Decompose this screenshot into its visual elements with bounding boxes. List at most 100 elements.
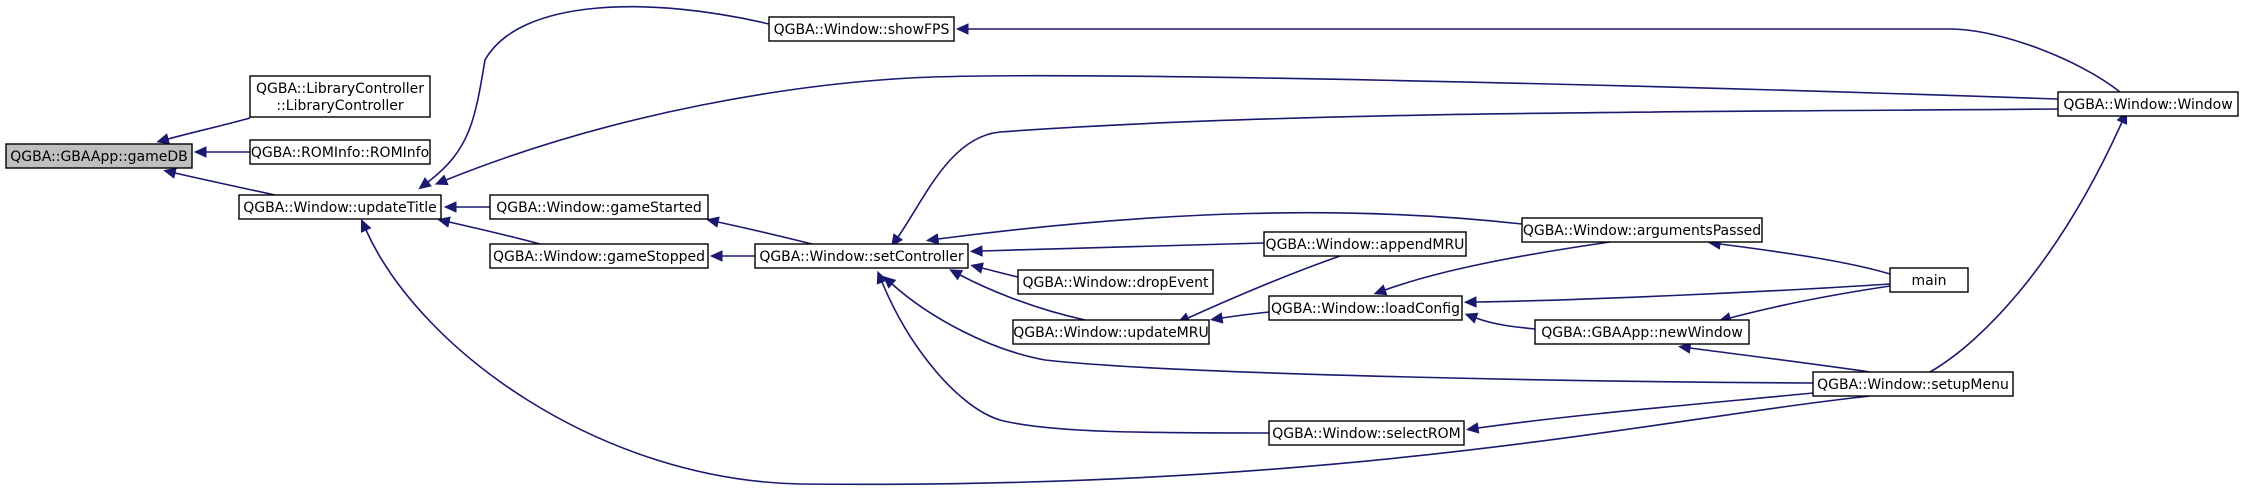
edge-argumentsPassed-to-loadConfig (1373, 241, 1611, 296)
edge-selectROM-to-setController (876, 270, 1270, 434)
edge-main-to-argumentsPassed (1707, 238, 1891, 275)
edge-line (1221, 311, 1270, 319)
edge-line (1729, 285, 1891, 319)
edge-arrowhead (925, 233, 940, 245)
node-label: main (1912, 273, 1947, 289)
edge-setController-to-gameStopped (709, 250, 755, 262)
edge-arrowhead (709, 250, 723, 262)
edge-arrowhead (1373, 284, 1388, 296)
node-box (249, 139, 431, 165)
edge-arrowhead (443, 201, 457, 213)
node-label: QGBA::Window::updateMRU (1013, 325, 1209, 341)
edge-arrowhead (434, 174, 449, 186)
edge-line (1719, 243, 1891, 275)
node-libctrl[interactable]: QGBA::LibraryController::LibraryControll… (249, 75, 431, 118)
node-label: QGBA::Window::loadConfig (1271, 301, 1460, 317)
edge-line (448, 221, 541, 245)
node-box (1263, 231, 1467, 257)
node-box (489, 194, 709, 220)
edge-dropEvent-to-setController (970, 262, 1019, 278)
node-box (1268, 420, 1465, 446)
edge-line (1475, 317, 1536, 330)
node-box (1521, 217, 1763, 243)
node-label: QGBA::Window::gameStarted (496, 200, 702, 216)
node-label: QGBA::Window::gameStopped (493, 249, 705, 265)
node-gameDB[interactable]: QGBA::GBAApp::gameDB (5, 143, 193, 169)
node-main[interactable]: main (1889, 267, 1969, 293)
edge-arrowhead (970, 262, 984, 274)
node-setupMenu[interactable]: QGBA::Window::setupMenu (1812, 371, 2014, 397)
edge-arrowhead (949, 269, 964, 281)
node-showFPS[interactable]: QGBA::Window::showFPS (768, 16, 955, 42)
node-selectROM[interactable]: QGBA::Window::selectROM (1268, 420, 1465, 446)
node-box (5, 143, 193, 169)
edge-arrowhead (969, 245, 983, 257)
node-label: QGBA::LibraryController (256, 81, 424, 97)
node-label: QGBA::Window::updateTitle (243, 200, 436, 216)
edge-line (1477, 392, 1814, 429)
edge-line (968, 28, 2121, 93)
node-window[interactable]: QGBA::Window::Window (2057, 91, 2239, 117)
edge-arrowhead (156, 133, 170, 145)
edge-line (365, 229, 1871, 486)
edge-line (717, 221, 813, 245)
edge-line (1187, 255, 1341, 319)
node-box (238, 194, 442, 220)
node-box (1534, 319, 1750, 345)
node-label: QGBA::Window::setController (759, 249, 964, 265)
edge-line (981, 267, 1019, 278)
edge-line (445, 74, 2059, 181)
node-rominfo[interactable]: QGBA::ROMInfo::ROMInfo (249, 139, 431, 165)
edge-showFPS-to-updateTitle (418, 5, 770, 190)
node-label: QGBA::GBAApp::gameDB (10, 149, 188, 165)
edge-line (1929, 121, 2123, 373)
node-box (249, 75, 431, 118)
node-updateMRU[interactable]: QGBA::Window::updateMRU (1012, 319, 1210, 345)
edge-line (891, 283, 1814, 384)
edge-line (1384, 241, 1611, 291)
node-argumentsPassed[interactable]: QGBA::Window::argumentsPassed (1521, 217, 1763, 243)
node-box (1268, 295, 1463, 321)
edge-arrowhead (1465, 422, 1480, 434)
node-dropEvent[interactable]: QGBA::Window::dropEvent (1017, 269, 1214, 295)
edge-newWindow-to-loadConfig (1464, 312, 1536, 330)
node-updateTitle[interactable]: QGBA::Window::updateTitle (238, 194, 442, 220)
edge-setupMenu-to-selectROM (1465, 392, 1814, 434)
edge-line (174, 172, 276, 196)
node-label: ::LibraryController (276, 98, 403, 114)
edge-setupMenu-to-updateTitle (360, 218, 1871, 486)
node-label: QGBA::Window::Window (2063, 97, 2232, 113)
edge-updateTitle-to-gameDB (163, 167, 276, 196)
edge-line (937, 211, 1523, 240)
node-loadConfig[interactable]: QGBA::Window::loadConfig (1268, 295, 1463, 321)
node-label: QGBA::Window::selectROM (1272, 426, 1461, 442)
node-appendMRU[interactable]: QGBA::Window::appendMRU (1263, 231, 1467, 257)
edge-gameStarted-to-updateTitle (443, 201, 490, 213)
node-label: QGBA::ROMInfo::ROMInfo (251, 145, 429, 161)
node-gameStopped[interactable]: QGBA::Window::gameStopped (489, 243, 709, 269)
edge-line (881, 281, 1270, 434)
edge-arrowhead (876, 270, 888, 285)
edge-setupMenu-to-setController (882, 275, 1814, 384)
node-label: QGBA::Window::argumentsPassed (1523, 223, 1761, 239)
edge-window-to-setController (891, 108, 2059, 248)
edge-arrowhead (955, 23, 969, 35)
edge-line (167, 117, 251, 140)
edge-setupMenu-to-window (1929, 110, 2128, 373)
edge-arrowhead (360, 218, 372, 233)
edge-line (897, 108, 2059, 238)
edge-updateMRU-to-setController (949, 269, 1086, 321)
node-label: QGBA::Window::dropEvent (1023, 275, 1210, 291)
edge-arrowhead (1209, 312, 1224, 324)
node-label: QGBA::Window::showFPS (774, 22, 950, 38)
edge-arrowhead (891, 233, 904, 248)
node-box (1017, 269, 1214, 295)
edge-rominfo-to-gameDB (193, 146, 250, 158)
edge-line (981, 242, 1265, 252)
node-newWindow[interactable]: QGBA::GBAApp::newWindow (1534, 319, 1750, 345)
edge-line (427, 5, 770, 183)
edge-libctrl-to-gameDB (156, 117, 251, 145)
node-setController[interactable]: QGBA::Window::setController (754, 243, 969, 269)
node-gameStarted[interactable]: QGBA::Window::gameStarted (489, 194, 709, 220)
